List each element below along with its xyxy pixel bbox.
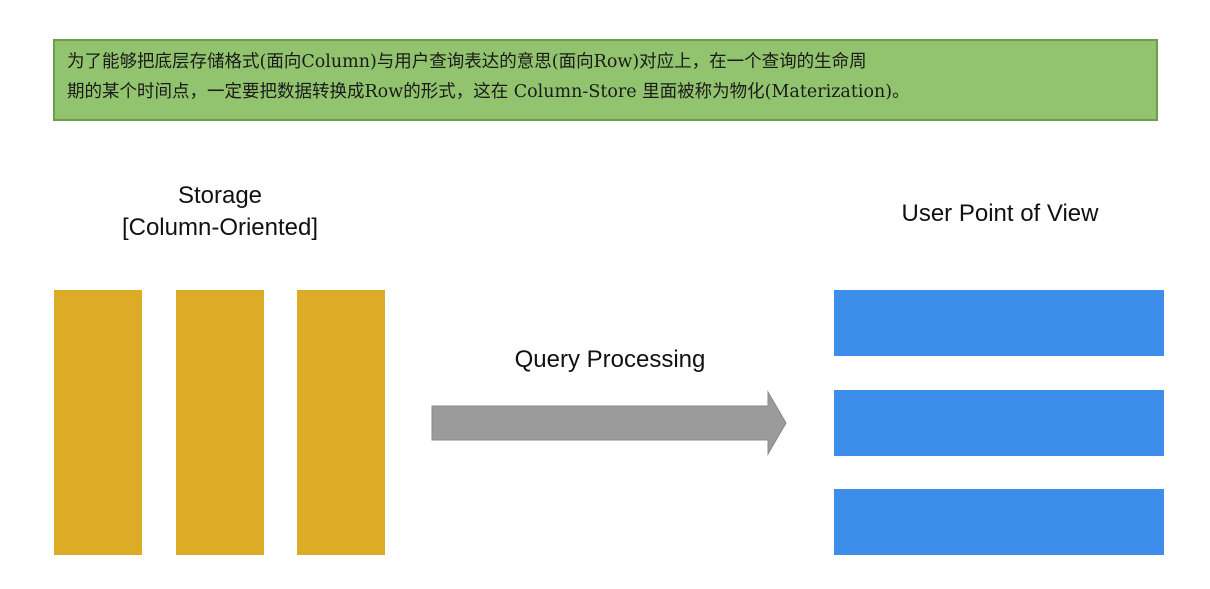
user-view-row-2 <box>834 390 1164 456</box>
storage-title: Storage [Column-Oriented] <box>60 180 380 244</box>
storage-title-line-1: Storage <box>177 182 263 209</box>
note-line-2: 期的某个时间点，一定要把数据转换成Row的形式，这在 Column-Store … <box>67 82 910 102</box>
user-view-row-1 <box>834 290 1164 356</box>
user-view-title: User Point of View <box>901 200 1099 227</box>
storage-column-2 <box>176 290 264 555</box>
user-view-row-3 <box>834 489 1164 555</box>
storage-column-1 <box>54 290 142 555</box>
storage-column-3 <box>297 290 385 555</box>
arrow-shape <box>431 390 787 456</box>
query-processing-arrow <box>431 390 787 456</box>
explanation-note: 为了能够把底层存储格式(面向Column)与用户查询表达的意思(面向Row)对应… <box>53 39 1158 121</box>
query-processing-label: Query Processing <box>514 346 706 373</box>
note-line-1: 为了能够把底层存储格式(面向Column)与用户查询表达的意思(面向Row)对应… <box>67 52 867 72</box>
storage-title-line-2: [Column-Oriented] <box>121 214 319 241</box>
